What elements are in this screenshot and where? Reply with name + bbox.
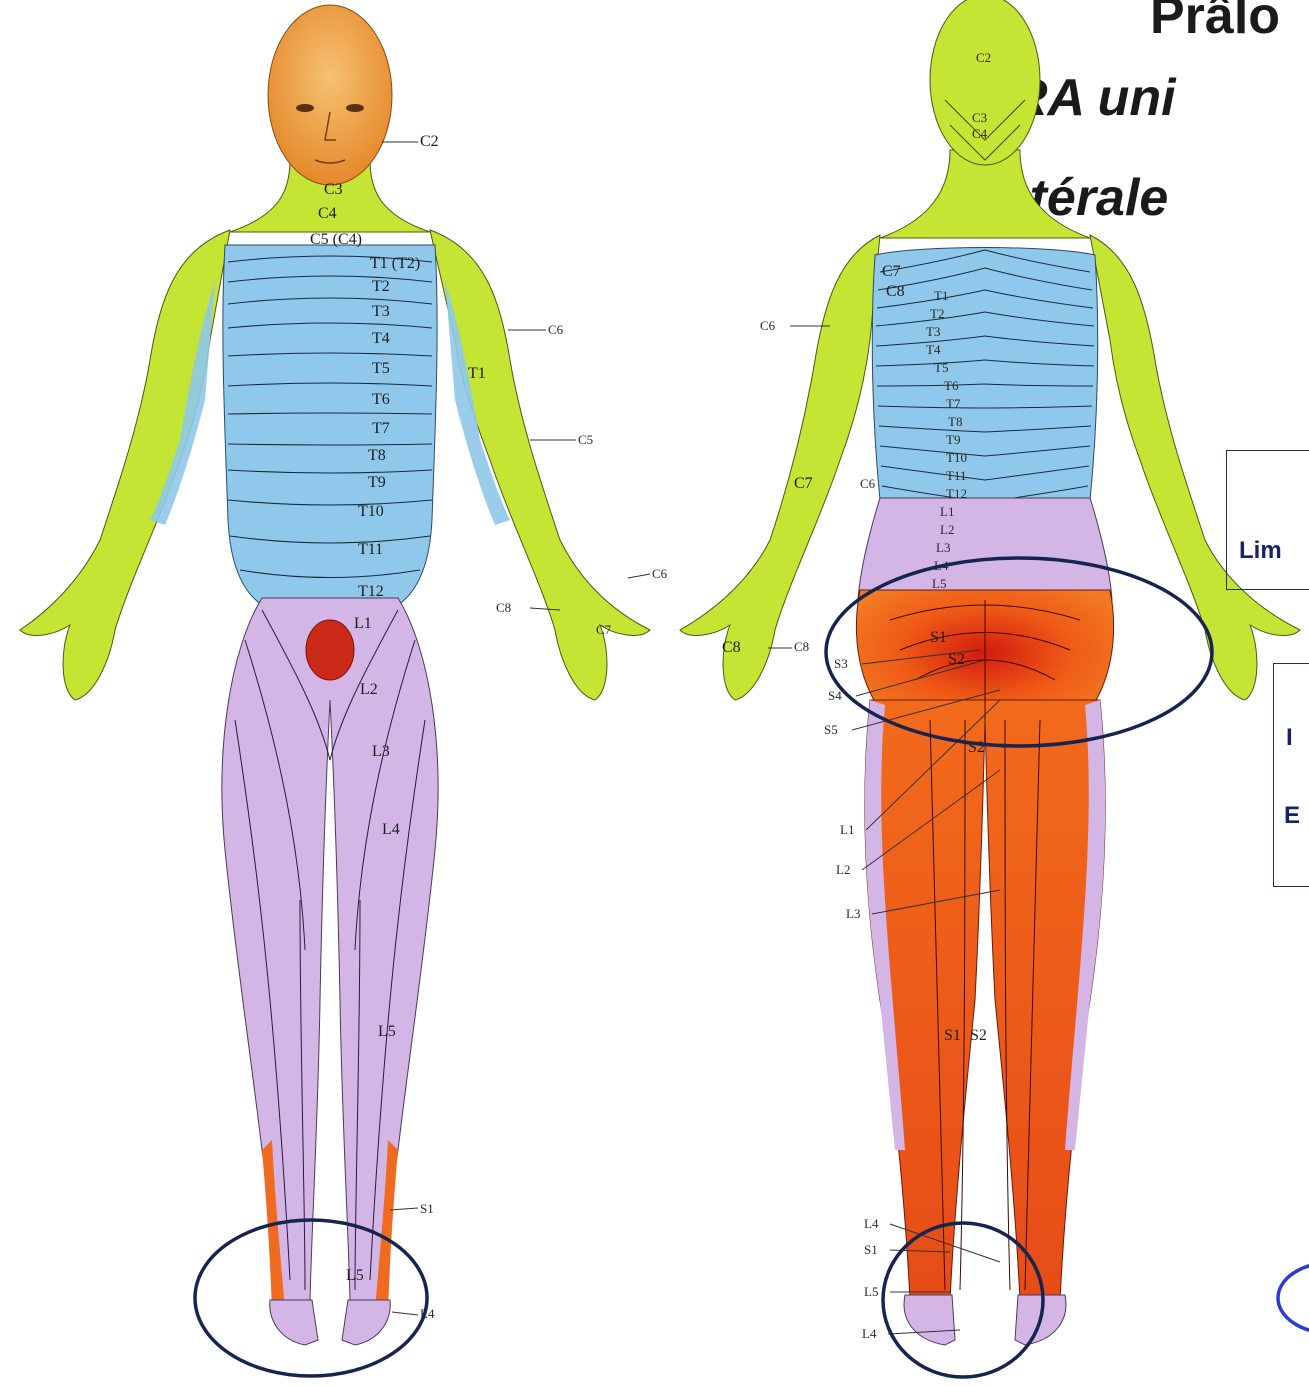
back-label: C6 [860, 476, 876, 491]
text-box-2-text-a: I [1286, 724, 1293, 752]
front-left-arm [20, 230, 230, 700]
back-label: S4 [828, 688, 842, 703]
front-label: L5 [378, 1023, 396, 1040]
back-label: T12 [946, 486, 967, 501]
back-label: L4 [864, 1216, 879, 1231]
front-label: C8 [496, 600, 511, 615]
back-label: T3 [926, 324, 940, 339]
front-label: T11 [358, 541, 383, 558]
back-label: L1 [840, 822, 854, 837]
front-label: T9 [368, 474, 386, 491]
front-label: L2 [360, 681, 378, 698]
front-label: C4 [318, 205, 337, 222]
front-label: T6 [372, 391, 390, 408]
front-label: T8 [368, 447, 386, 464]
back-label: S3 [834, 656, 848, 671]
front-label: C5 [578, 432, 593, 447]
back-label: S1 [944, 1027, 961, 1044]
back-label: L3 [846, 906, 860, 921]
back-label: C4 [972, 126, 988, 141]
back-label: T9 [946, 432, 960, 447]
back-label: T4 [926, 342, 941, 357]
back-label: S1 [930, 629, 947, 646]
front-label: T2 [372, 278, 390, 295]
back-label: C6 [760, 318, 776, 333]
front-label: T7 [372, 420, 390, 437]
back-label: T8 [948, 414, 962, 429]
front-label: L5 [346, 1267, 364, 1284]
front-label: T3 [372, 303, 390, 320]
back-label: C8 [722, 639, 741, 656]
front-right-arm [430, 230, 650, 700]
back-label: T2 [930, 306, 944, 321]
front-label: C3 [324, 181, 343, 198]
back-label: C8 [886, 283, 905, 300]
text-box-2-text-b: E [1284, 802, 1300, 830]
front-label: C7 [596, 622, 612, 637]
back-label: T10 [946, 450, 967, 465]
front-torso [223, 245, 437, 605]
back-label: C8 [794, 639, 809, 654]
front-label: L1 [354, 615, 372, 632]
back-left-arm [680, 235, 880, 700]
text-box-1-text: Lim [1239, 537, 1282, 565]
back-label: C3 [972, 110, 987, 125]
back-label: L5 [932, 576, 946, 591]
front-head [268, 5, 392, 185]
back-label: L4 [862, 1326, 877, 1341]
back-label: T1 [934, 288, 948, 303]
back-label: T7 [946, 396, 961, 411]
back-label: C2 [976, 50, 991, 65]
front-genital-region [306, 620, 354, 680]
back-label: L1 [940, 504, 954, 519]
back-label: T11 [946, 468, 966, 483]
front-label: T10 [358, 503, 384, 520]
back-label: S5 [824, 722, 838, 737]
text-box-2: I E [1273, 663, 1309, 887]
back-label: C7 [794, 475, 813, 492]
text-box-1: Lim [1226, 450, 1309, 590]
back-label: S2 [970, 1027, 987, 1044]
front-legs [222, 598, 438, 1300]
back-label: L3 [936, 540, 950, 555]
front-label: T5 [372, 360, 390, 377]
front-label: T1 (T2) [370, 255, 420, 272]
front-label: S1 [420, 1201, 434, 1216]
front-label: T12 [358, 583, 384, 600]
front-label: C6 [652, 566, 668, 581]
back-label: L5 [864, 1284, 878, 1299]
back-label: L2 [940, 522, 954, 537]
front-label: T1 [468, 365, 486, 382]
back-label: T5 [934, 360, 948, 375]
partial-circle-right [1278, 1263, 1309, 1333]
front-label: C5 (C4) [310, 231, 362, 248]
front-label: L3 [372, 743, 390, 760]
front-label: T4 [372, 330, 390, 347]
back-legs [865, 700, 1105, 1300]
back-label: C7 [882, 263, 901, 280]
back-label: T6 [944, 378, 959, 393]
front-label: C2 [420, 133, 439, 150]
front-label: L4 [382, 821, 400, 838]
back-label: S1 [864, 1242, 878, 1257]
front-label: C6 [548, 322, 564, 337]
back-label: L2 [836, 862, 850, 877]
